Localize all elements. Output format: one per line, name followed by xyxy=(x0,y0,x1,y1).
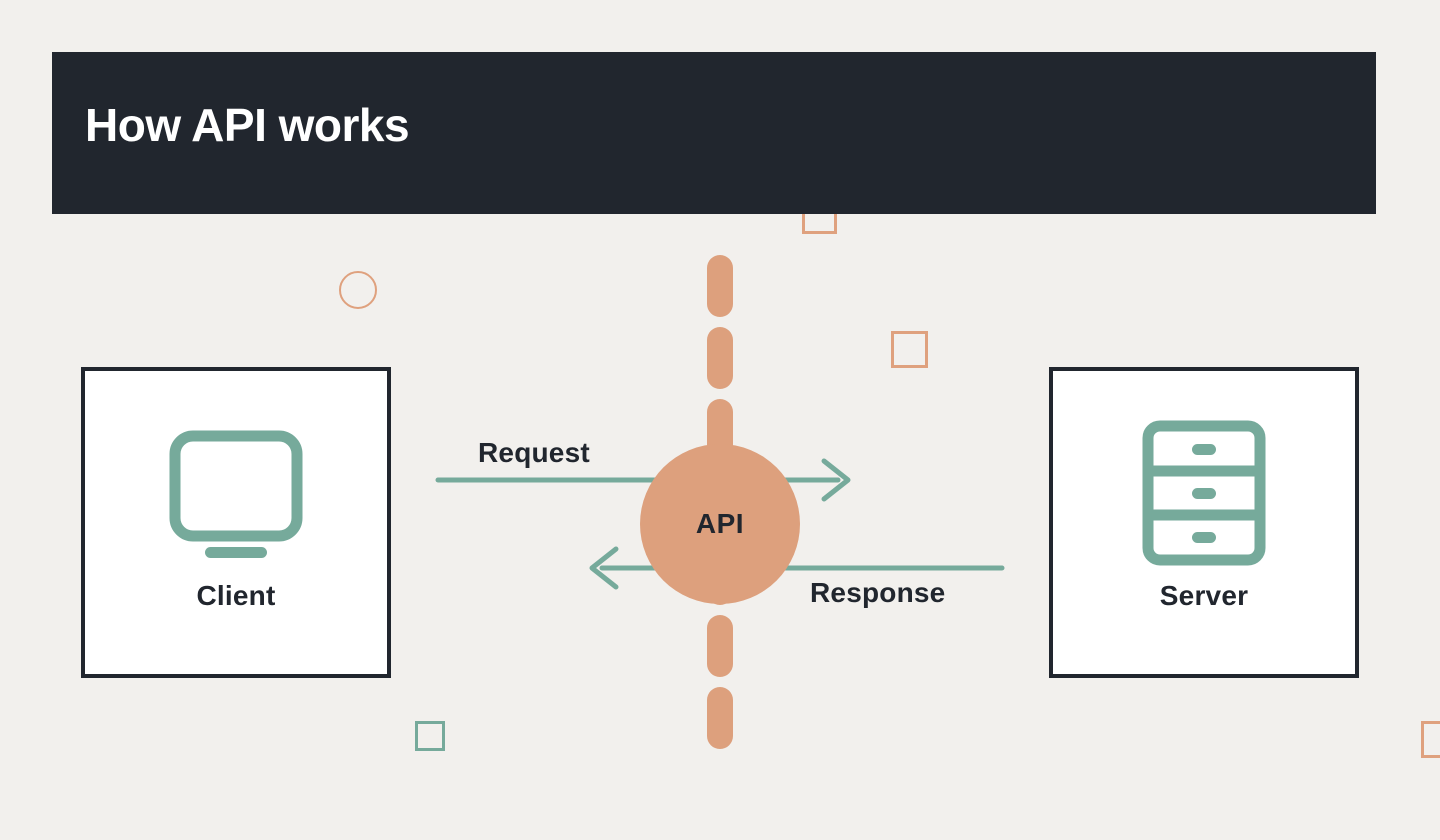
monitor-icon xyxy=(166,428,306,558)
response-flow-label: Response xyxy=(810,577,946,608)
api-hub-label: API xyxy=(695,508,745,539)
client-node-label: Client xyxy=(196,580,276,611)
header-banner: How API works xyxy=(52,52,1376,214)
square-outline-salmon-mid-decoration xyxy=(891,331,928,368)
api-hub-node[interactable]: API xyxy=(640,444,800,604)
server-rack-icon xyxy=(1142,420,1266,566)
square-outline-salmon-edge-decoration xyxy=(1421,721,1440,758)
square-outline-green-decoration xyxy=(415,721,445,751)
circle-outline-salmon-decoration xyxy=(339,271,377,309)
client-node[interactable]: Client xyxy=(81,367,391,678)
server-node-label: Server xyxy=(1159,580,1249,611)
page-title: How API works xyxy=(85,99,410,151)
server-node[interactable]: Server xyxy=(1049,367,1359,678)
request-flow-label: Request xyxy=(478,437,590,468)
